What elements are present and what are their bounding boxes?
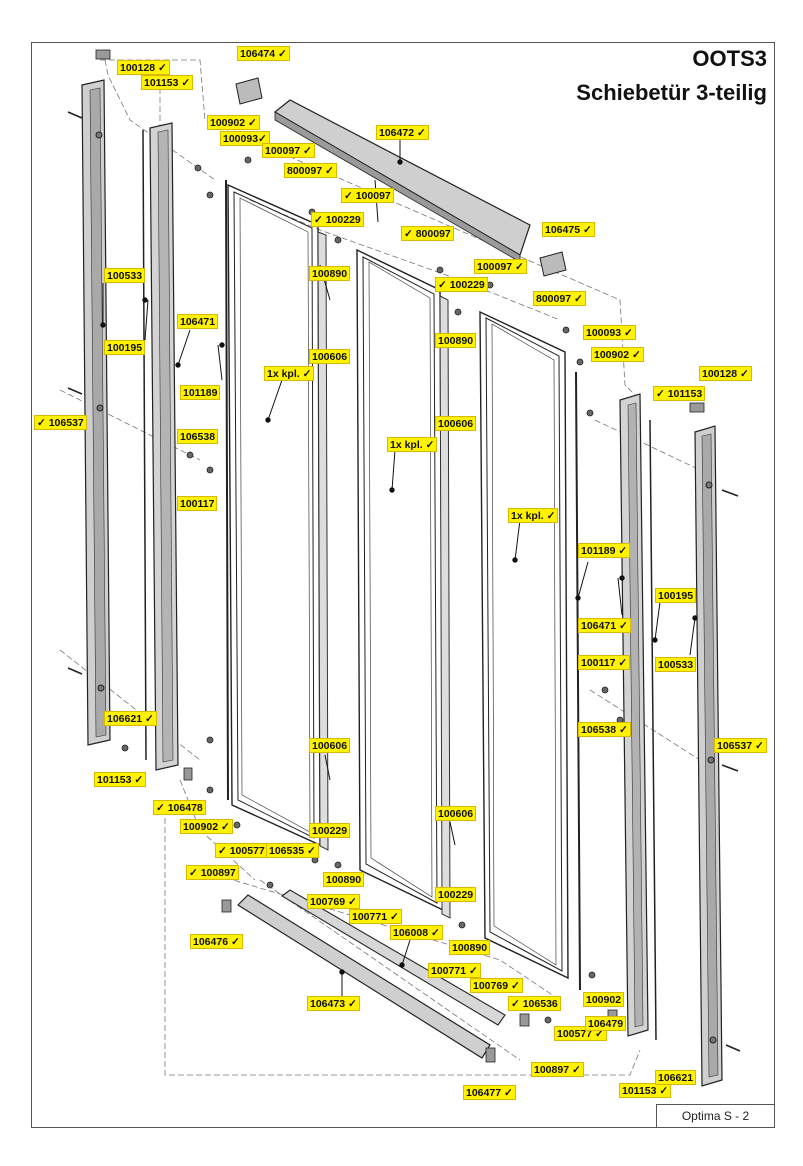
part-label: 106479 bbox=[585, 1016, 627, 1031]
right-wall-profile bbox=[694, 425, 723, 1087]
part-label: 800097 ✓ bbox=[533, 291, 586, 306]
part-label: ✓ 100897 bbox=[186, 865, 239, 880]
part-label: 100890 bbox=[309, 266, 351, 281]
part-label: 100769 ✓ bbox=[307, 894, 360, 909]
part-label: 1x kpl. ✓ bbox=[264, 366, 315, 381]
screws bbox=[67, 111, 741, 1052]
part-label: 100093✓ bbox=[220, 131, 270, 146]
part-label: 100902 ✓ bbox=[207, 115, 260, 130]
leader-lines bbox=[100, 140, 698, 1010]
part-label: 1x kpl. ✓ bbox=[387, 437, 438, 452]
part-label: 101153 ✓ bbox=[94, 772, 147, 787]
part-label: 100897 ✓ bbox=[531, 1062, 584, 1077]
part-label: 100606 bbox=[435, 806, 477, 821]
part-label: 106538 ✓ bbox=[578, 722, 631, 737]
part-label: 100769 ✓ bbox=[470, 978, 523, 993]
part-label: 106538 bbox=[177, 429, 219, 444]
part-label: ✓ 100229 bbox=[435, 277, 488, 292]
part-label: 101189 ✓ bbox=[578, 543, 631, 558]
part-label: 100771 ✓ bbox=[428, 963, 481, 978]
bottom-rail-back bbox=[281, 889, 506, 1026]
part-label: 101189 bbox=[180, 385, 221, 400]
part-label: 106472 ✓ bbox=[376, 125, 429, 140]
door-panel-1 bbox=[227, 183, 321, 847]
part-label: 100890 bbox=[323, 872, 365, 887]
right-gasket-strips bbox=[575, 371, 657, 1041]
part-label: 100890 bbox=[435, 333, 477, 348]
part-label: 106475 ✓ bbox=[542, 222, 595, 237]
part-label: 106621 bbox=[655, 1070, 697, 1085]
part-label: 106476 ✓ bbox=[190, 934, 243, 949]
part-label: 106471 bbox=[177, 314, 219, 329]
part-label: 100093 ✓ bbox=[583, 325, 636, 340]
part-label: 100195 bbox=[104, 340, 146, 355]
door-inner-stiles bbox=[317, 231, 451, 919]
part-label: 106474 ✓ bbox=[237, 46, 290, 61]
part-label: 1x kpl. ✓ bbox=[508, 508, 559, 523]
part-label: 100606 bbox=[435, 416, 477, 431]
part-label: 100533 bbox=[104, 268, 146, 283]
part-label: 106471 ✓ bbox=[578, 618, 631, 633]
part-label: ✓ 106536 bbox=[508, 996, 561, 1011]
drawing-frame bbox=[31, 42, 775, 1128]
right-inner-profile bbox=[619, 393, 649, 1037]
left-gasket-strips bbox=[142, 129, 229, 801]
left-inner-profile bbox=[149, 122, 179, 771]
part-label: 100533 bbox=[655, 657, 697, 672]
part-label: 100902 bbox=[583, 992, 625, 1007]
drawing-title: OOTS3 bbox=[692, 46, 767, 71]
hardware-parts bbox=[95, 49, 705, 1063]
part-label: 100117 bbox=[177, 496, 218, 511]
door-panel-3 bbox=[479, 310, 569, 980]
part-label: 100128 ✓ bbox=[699, 366, 752, 381]
part-label: ✓ 100577 bbox=[215, 843, 268, 858]
part-label: 101153 ✓ bbox=[619, 1083, 672, 1098]
part-label: 106621 ✓ bbox=[104, 711, 157, 726]
part-label: 100606 bbox=[309, 349, 351, 364]
part-label: 106535 ✓ bbox=[266, 843, 319, 858]
part-label: ✓ 106537 bbox=[34, 415, 87, 430]
part-label: ✓ 106478 bbox=[153, 800, 206, 815]
part-label: 100606 bbox=[309, 738, 351, 753]
part-label: 100195 bbox=[655, 588, 697, 603]
drawing-subtitle: Schiebetür 3-teilig bbox=[576, 80, 767, 105]
part-label: 100128 ✓ bbox=[117, 60, 170, 75]
top-rail bbox=[235, 77, 567, 277]
part-label: 100902 ✓ bbox=[591, 347, 644, 362]
part-label: 100771 ✓ bbox=[349, 909, 402, 924]
part-label: 106477 ✓ bbox=[463, 1085, 516, 1100]
door-panel-2 bbox=[356, 248, 444, 912]
part-label: 106473 ✓ bbox=[307, 996, 360, 1011]
part-label: 100229 bbox=[435, 887, 477, 902]
part-label: ✓ 100229 bbox=[311, 212, 364, 227]
part-label: 100097 ✓ bbox=[262, 143, 315, 158]
part-label: 100902 ✓ bbox=[180, 819, 233, 834]
left-wall-profile bbox=[81, 79, 111, 746]
bottom-rail-front bbox=[237, 894, 491, 1059]
part-label: 106537 ✓ bbox=[714, 738, 767, 753]
part-label: 100229 bbox=[309, 823, 351, 838]
part-label: 100117 ✓ bbox=[578, 655, 631, 670]
part-label: 106008 ✓ bbox=[390, 925, 443, 940]
part-label: 100890 bbox=[449, 940, 491, 955]
part-label: 100097 ✓ bbox=[474, 259, 527, 274]
part-label: ✓ 100097 bbox=[341, 188, 394, 203]
part-label: 101153 ✓ bbox=[141, 75, 194, 90]
footer-page-label: Optima S - 2 bbox=[656, 1104, 774, 1127]
part-label: ✓ 101153 bbox=[653, 386, 706, 401]
part-label: 800097 ✓ bbox=[284, 163, 337, 178]
part-label: ✓ 800097 bbox=[401, 226, 454, 241]
